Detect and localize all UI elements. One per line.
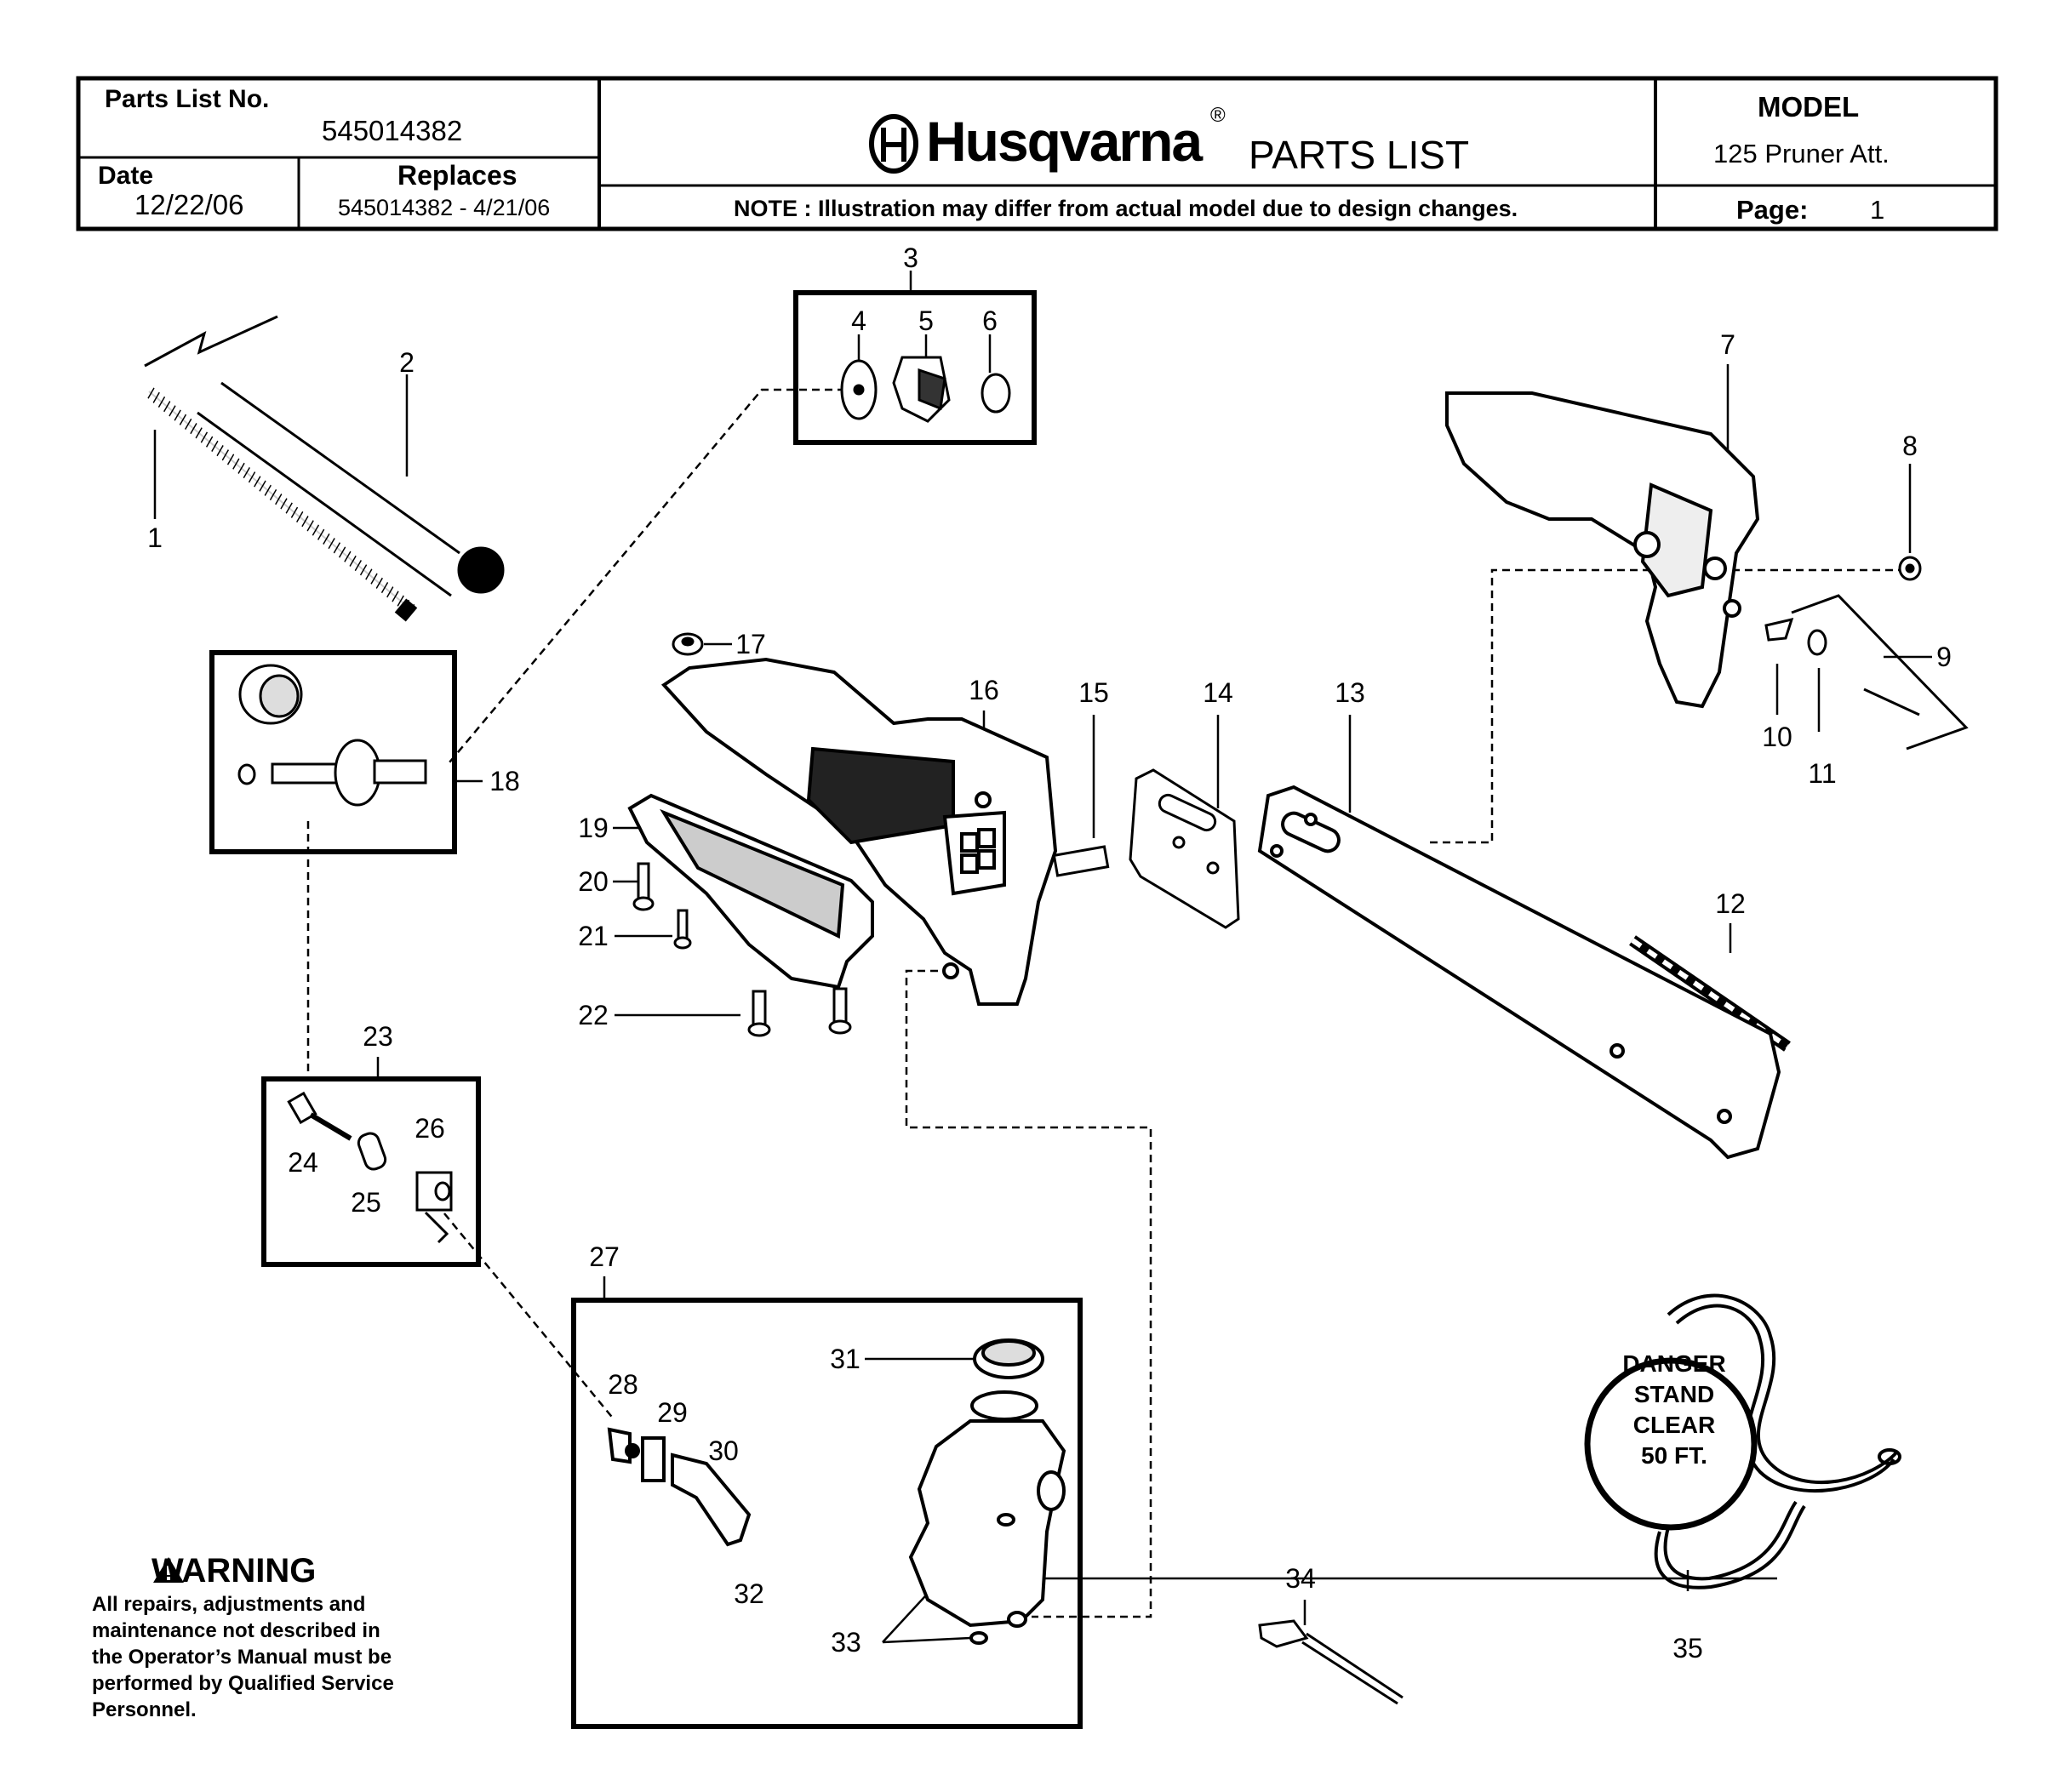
callout-21: 21 <box>578 921 609 951</box>
warning-notice: WARNING All repairs, adjustments and mai… <box>92 1554 449 1723</box>
design-change-note: NOTE : Illustration may differ from actu… <box>734 196 1518 221</box>
callout-14: 14 <box>1203 677 1233 708</box>
callout-9: 9 <box>1936 642 1952 672</box>
callout-32: 32 <box>734 1578 764 1609</box>
warning-icon <box>153 1557 184 1583</box>
replaces-label: Replaces <box>397 160 517 191</box>
callout-24: 24 <box>288 1147 318 1178</box>
parts-list-no-label: Parts List No. <box>105 85 270 113</box>
callout-2: 2 <box>399 347 415 378</box>
bar-stud <box>1052 845 1110 877</box>
callout-3: 3 <box>903 243 918 273</box>
model-label: MODEL <box>1758 91 1860 123</box>
callout-25: 25 <box>351 1187 381 1218</box>
page-label: Page: <box>1736 195 1809 225</box>
callout-30: 30 <box>708 1435 739 1466</box>
warning-title: WARNING <box>152 1552 317 1589</box>
callout-4: 4 <box>851 305 866 336</box>
callout-11: 11 <box>1808 758 1837 789</box>
oil-pump-parts <box>287 1091 453 1244</box>
warning-line: Personnel. <box>92 1698 197 1721</box>
doc-title: PARTS LIST <box>1249 133 1470 177</box>
oil-tank-assembly <box>607 1338 1066 1645</box>
clutch-parts <box>840 356 1011 423</box>
warning-body: All repairs, adjustments and maintenance… <box>92 1591 449 1723</box>
callout-10: 10 <box>1762 722 1792 752</box>
gear-case <box>627 793 874 990</box>
callout-1: 1 <box>147 522 163 553</box>
callout-6: 6 <box>982 305 998 336</box>
brand-logo: Husqvarna <box>926 110 1203 173</box>
date-label: Date <box>98 162 154 190</box>
callout-29: 29 <box>657 1397 688 1428</box>
wrench <box>1258 1619 1404 1705</box>
warning-line: performed by Qualified Service <box>92 1672 394 1695</box>
bevel-gear-parts <box>237 664 427 807</box>
callout-23: 23 <box>363 1021 393 1052</box>
gear-housing <box>660 657 1058 1006</box>
husqvarna-crown-icon <box>869 114 918 174</box>
callout-22: 22 <box>578 1000 609 1030</box>
callout-27: 27 <box>589 1241 620 1272</box>
replaces-value: 545014382 - 4/21/06 <box>338 195 551 220</box>
warning-line: All repairs, adjustments and <box>92 1593 366 1616</box>
flex-shaft-and-tube <box>144 315 505 622</box>
bar-plate <box>1129 768 1240 929</box>
danger-sign-line: CLEAR <box>1632 1412 1716 1438</box>
callout-7: 7 <box>1720 329 1735 360</box>
callout-20: 20 <box>578 866 609 897</box>
callout-33: 33 <box>831 1627 861 1658</box>
callout-31: 31 <box>830 1344 860 1374</box>
callout-26: 26 <box>415 1113 445 1144</box>
assembly-group-boxes <box>209 290 1083 1729</box>
pruner-housing <box>1445 391 1760 709</box>
registered-mark: ® <box>1210 104 1226 127</box>
callout-5: 5 <box>918 305 934 336</box>
danger-sign-line: STAND <box>1633 1381 1715 1407</box>
danger-sign-line: DANGER <box>1622 1350 1726 1377</box>
bar-mount-hardware <box>1764 556 1969 750</box>
callout-34: 34 <box>1285 1563 1316 1594</box>
callout-35: 35 <box>1672 1633 1703 1664</box>
callout-15: 15 <box>1078 677 1109 708</box>
callout-16: 16 <box>969 675 999 705</box>
date-value: 12/22/06 <box>134 189 244 220</box>
header-table <box>76 76 1998 231</box>
callout-12: 12 <box>1715 888 1746 919</box>
danger-sign-line: 50 FT. <box>1641 1442 1707 1469</box>
gear-nut <box>672 632 704 656</box>
callout-13: 13 <box>1335 677 1365 708</box>
warning-line: maintenance not described in <box>92 1619 380 1642</box>
callout-8: 8 <box>1902 431 1918 461</box>
callout-19: 19 <box>578 813 609 843</box>
guide-bar <box>1257 785 1781 1160</box>
callout-17: 17 <box>735 629 766 659</box>
leader-lines <box>153 271 1932 1644</box>
page-number: 1 <box>1870 195 1885 225</box>
danger-tag <box>1584 1293 1901 1589</box>
parts-list-no: 545014382 <box>322 115 463 146</box>
danger-sign-text: DANGER STAND CLEAR 50 FT. <box>1585 1349 1764 1471</box>
screws <box>632 862 852 1037</box>
warning-line: the Operator’s Manual must be <box>92 1646 392 1669</box>
model-value: 125 Pruner Att. <box>1713 139 1890 168</box>
callout-28: 28 <box>608 1369 638 1400</box>
callout-18: 18 <box>489 766 520 796</box>
